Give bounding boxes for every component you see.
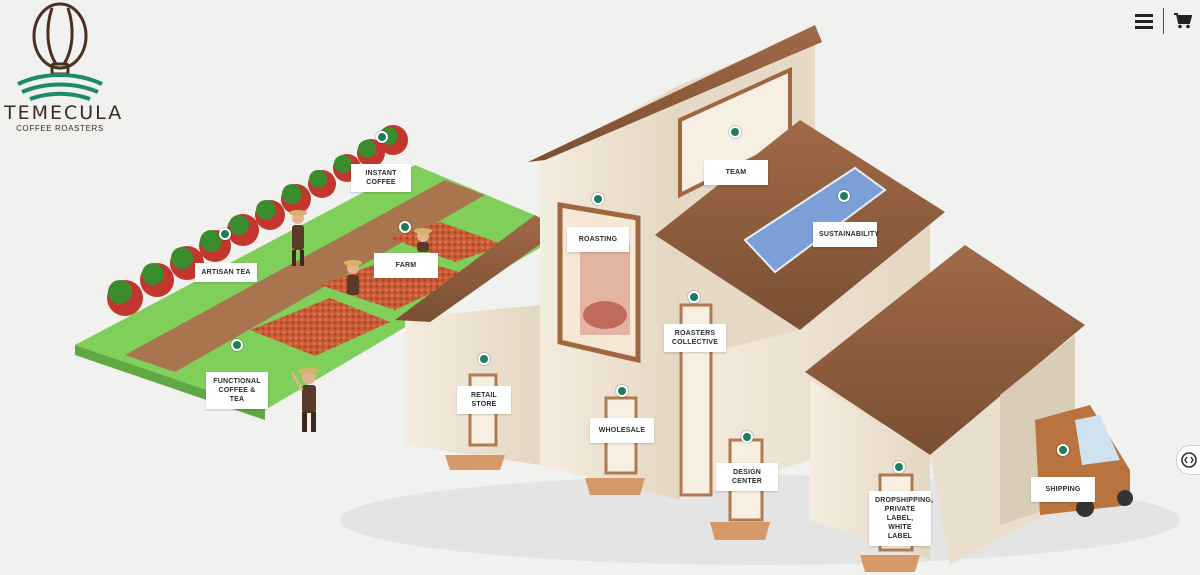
- tag-wholesale[interactable]: WHOLESALE: [590, 418, 654, 443]
- tag-retail-store[interactable]: RETAIL STORE: [457, 386, 511, 414]
- hotspot-roasters-collective[interactable]: [688, 291, 700, 303]
- brand-tagline: COFFEE ROASTERS: [16, 124, 104, 133]
- hamburger-menu-icon: [1135, 14, 1153, 29]
- tree-row: [107, 125, 408, 316]
- hotspot-artisan-tea[interactable]: [219, 228, 231, 240]
- code-toggle-icon: [1180, 452, 1197, 468]
- tag-artisan-tea[interactable]: ARTISAN TEA: [195, 263, 257, 282]
- tag-team[interactable]: TEAM: [704, 160, 768, 185]
- hotspot-retail-store[interactable]: [478, 353, 490, 365]
- hotspot-functional-coffee-tea[interactable]: [231, 339, 243, 351]
- hotspot-roasting[interactable]: [592, 193, 604, 205]
- cart-button[interactable]: [1172, 10, 1194, 32]
- tag-instant-coffee[interactable]: INSTANT COFFEE: [351, 164, 411, 192]
- tag-functional-coffee-tea[interactable]: FUNCTIONAL COFFEE & TEA: [206, 372, 268, 409]
- brand-logo[interactable]: TEMECULA COFFEE ROASTERS: [4, 2, 124, 134]
- hotspot-instant-coffee[interactable]: [376, 131, 388, 143]
- topbar-divider: [1163, 8, 1164, 34]
- hotspot-wholesale[interactable]: [616, 385, 628, 397]
- tag-farm[interactable]: FARM: [374, 253, 438, 278]
- tag-sustainability[interactable]: SUSTAINABILITY: [813, 222, 879, 247]
- hotspot-farm[interactable]: [399, 221, 411, 233]
- menu-button[interactable]: [1133, 10, 1155, 32]
- tag-design-center[interactable]: DESIGN CENTER: [716, 463, 778, 491]
- hotspot-shipping[interactable]: [1057, 444, 1069, 456]
- hotspot-team[interactable]: [729, 126, 741, 138]
- tag-roasting[interactable]: ROASTING: [567, 227, 629, 252]
- hotspot-sustainability[interactable]: [838, 190, 850, 202]
- hotspot-design-center[interactable]: [741, 431, 753, 443]
- shopping-cart-icon: [1174, 13, 1192, 29]
- tag-dropshipping[interactable]: DROPSHIPPING, PRIVATE LABEL, WHITE LABEL: [869, 491, 933, 546]
- side-panel-toggle[interactable]: [1176, 445, 1200, 475]
- tag-roasters-collective[interactable]: ROASTERS COLLECTIVE: [664, 324, 726, 352]
- farmer-figures: [289, 210, 432, 432]
- top-bar: [1133, 8, 1194, 34]
- coffee-balloon-logo-icon: [17, 2, 103, 101]
- hotspot-dropshipping[interactable]: [893, 461, 905, 473]
- tag-shipping[interactable]: SHIPPING: [1031, 477, 1095, 502]
- brand-name: TEMECULA: [4, 102, 124, 124]
